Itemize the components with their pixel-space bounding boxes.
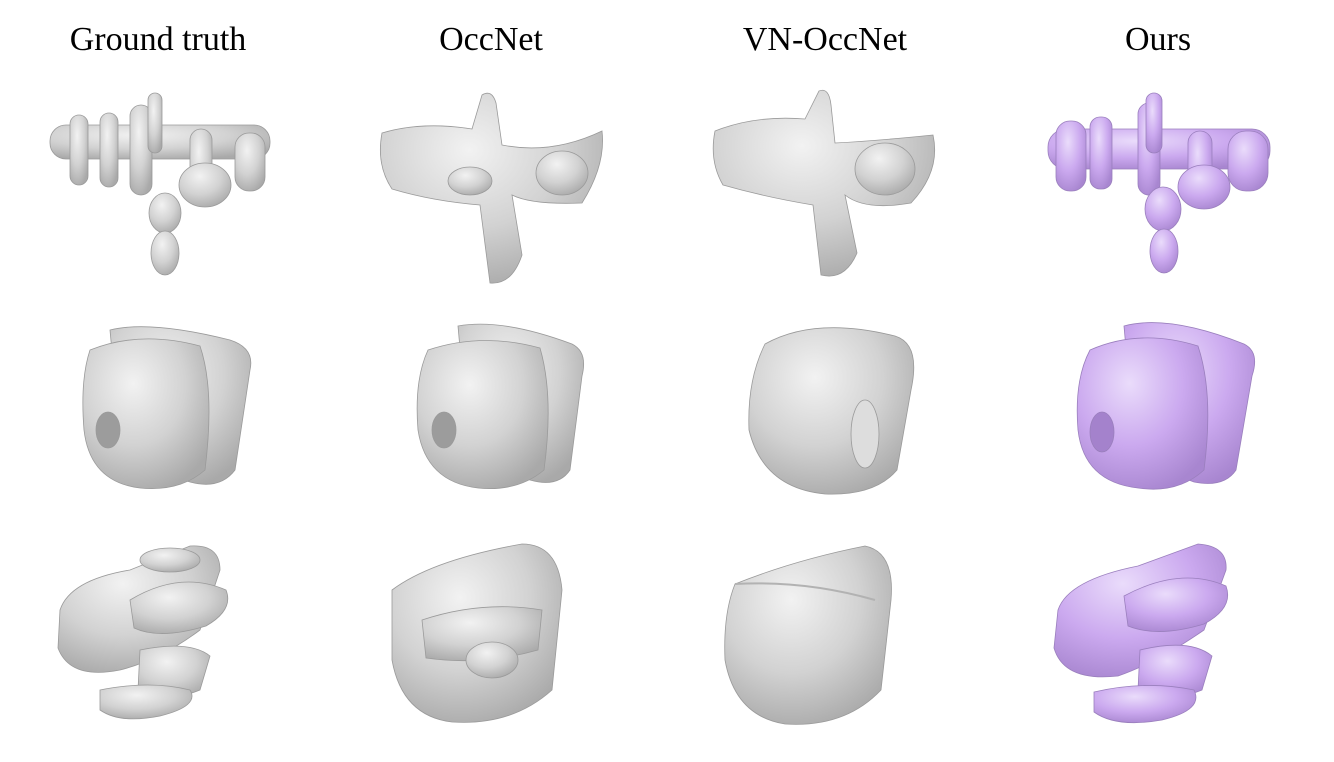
column-label-ground-truth: Ground truth [69, 21, 247, 58]
mesh-ours-row2 [1028, 310, 1288, 520]
mesh-ours-row1 [1028, 85, 1288, 295]
mesh-ours-row3 [1028, 530, 1288, 740]
column-label-occnet: OccNet [439, 21, 543, 58]
mesh-ground-truth-row1 [30, 85, 290, 295]
mesh-ground-truth-row3 [30, 530, 290, 740]
column-label-vn-occnet: VN-OccNet [742, 21, 908, 58]
mesh-vn-occnet-row3 [695, 530, 955, 740]
mesh-vn-occnet-row1 [695, 85, 955, 295]
column-label-ours: Ours [1124, 21, 1192, 58]
mesh-ground-truth-row2 [30, 310, 290, 520]
mesh-occnet-row1 [362, 85, 622, 295]
mesh-occnet-row3 [362, 530, 622, 740]
mesh-vn-occnet-row2 [695, 310, 955, 520]
mesh-occnet-row2 [362, 310, 622, 520]
